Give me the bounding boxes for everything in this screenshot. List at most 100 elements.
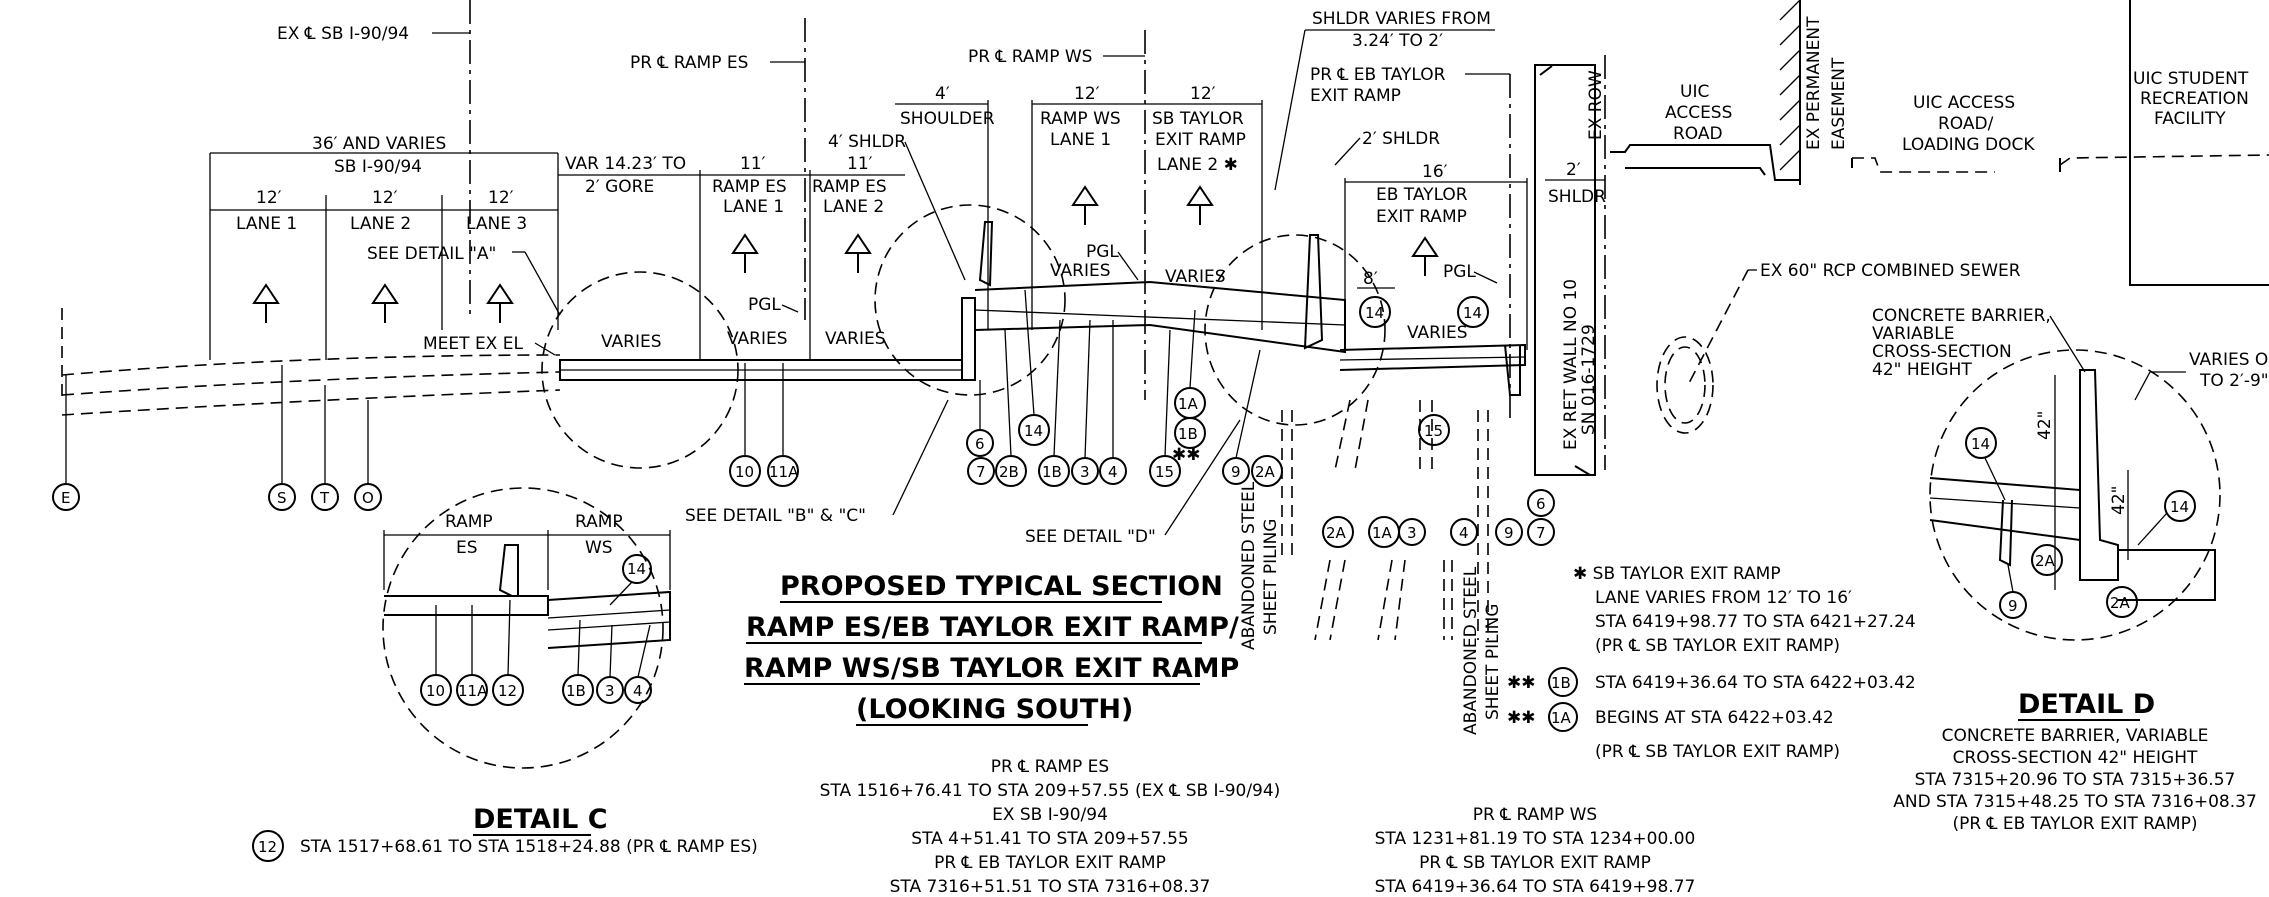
ret-wall-label-2: SN 016-1729 — [1579, 324, 1599, 435]
arrow-es2 — [844, 233, 872, 273]
pr-eb-taylor-label-1: PR ℄ EB TAYLOR — [1310, 65, 1446, 85]
svg-text:3: 3 — [605, 682, 615, 700]
note-3: STA 6419+98.77 TO STA 6421+27.24 — [1595, 612, 1916, 632]
see-detail-bc: SEE DETAIL "B" & "C" — [685, 506, 866, 526]
svg-text:4: 4 — [1459, 524, 1469, 542]
detail-d-barrier-4: 42" HEIGHT — [1872, 360, 1972, 380]
detail-d-callout-14b: 14 — [2164, 490, 2196, 522]
pr-ramp-ws-label: PR ℄ RAMP WS — [968, 47, 1092, 67]
gore-dim: VAR 14.23′ TO — [565, 154, 686, 174]
shoulder-dim: 4′ — [935, 84, 950, 104]
note-6: BEGINS AT STA 6422+03.42 — [1595, 708, 1834, 728]
svg-text:15: 15 — [1424, 422, 1443, 440]
svg-text:T: T — [319, 489, 330, 507]
section-title: PROPOSED TYPICAL SECTION RAMP ES/EB TAYL… — [744, 571, 1239, 726]
callout-6: 6 — [966, 429, 994, 457]
detail-c-ramp-es-2: ES — [456, 538, 478, 558]
svg-text:14: 14 — [1971, 435, 1990, 453]
uic-loading-1: UIC ACCESS — [1913, 93, 2015, 113]
uic-site-features: UIC ACCESS ROAD EX PERMANENT EASEMENT UI… — [1610, 0, 2269, 286]
traffic-arrows — [252, 185, 1439, 323]
detail-d-barrier — [2079, 369, 2119, 581]
piling-label-2b: SHEET PILING — [1483, 604, 1503, 721]
callout-1a-b: 1A — [1368, 516, 1400, 548]
svg-text:12: 12 — [258, 838, 277, 856]
note-1: ✱ SB TAYLOR EXIT RAMP — [1573, 564, 1781, 584]
svg-text:7: 7 — [976, 463, 986, 481]
varies-3: VARIES — [825, 329, 886, 349]
svg-text:1A: 1A — [1178, 395, 1199, 413]
detail-d-title: DETAIL D — [2018, 689, 2155, 720]
varies-4: VARIES — [1050, 261, 1111, 281]
callout-t: T — [311, 483, 339, 511]
notes-block: ✱ SB TAYLOR EXIT RAMP LANE VARIES FROM 1… — [1507, 564, 1916, 762]
double-star: ✱✱ — [1172, 445, 1201, 465]
sb-total-dim: 36′ AND VARIES — [312, 134, 446, 154]
note-6-star: ✱✱ — [1507, 708, 1536, 728]
station-center-6: STA 7316+51.51 TO STA 7316+08.37 — [890, 877, 1211, 897]
detail-c-ramp-ws-2: WS — [585, 538, 613, 558]
svg-text:4: 4 — [633, 682, 643, 700]
svg-text:S: S — [277, 489, 287, 507]
arrow-es1 — [731, 233, 759, 273]
ws-dim: 12′ — [1074, 84, 1100, 104]
callout-1b-top: 1B — [1174, 417, 1206, 449]
es1-dim: 11′ — [740, 154, 766, 174]
callout-6b: 6 — [1527, 489, 1555, 517]
gore-name: 2′ GORE — [585, 177, 654, 197]
lane-dimensions: 36′ AND VARIES SB I-90/94 12′ LANE 1 12′… — [209, 84, 1606, 360]
callout-9a: 9 — [1222, 457, 1250, 485]
station-right-4: STA 6419+36.64 TO STA 6419+98.77 — [1375, 877, 1696, 897]
shldr-varies-label-1: SHLDR VARIES FROM — [1312, 9, 1491, 29]
callout-2b: 2B — [995, 455, 1027, 487]
detail-c-title: DETAIL C — [473, 804, 608, 835]
r-shldr-label: SHLDR — [1548, 187, 1606, 207]
svg-text:1B: 1B — [566, 682, 586, 700]
arrow-ws — [1071, 185, 1099, 225]
detail-c: RAMP ES RAMP WS 14 10 11A 12 1B 3 4 DETA… — [252, 487, 758, 862]
callout-10: 10 — [729, 455, 761, 487]
svg-text:12: 12 — [498, 682, 517, 700]
svg-text:14: 14 — [1463, 304, 1482, 322]
varies-5: VARIES — [1165, 267, 1226, 287]
detail-c-ramp-es-1: RAMP — [445, 512, 493, 532]
svg-text:15: 15 — [1155, 463, 1174, 481]
arrow-lane2 — [371, 283, 399, 323]
note-5-star: ✱✱ — [1507, 673, 1536, 693]
callout-9b: 9 — [1495, 518, 1523, 546]
svg-text:9: 9 — [2008, 597, 2018, 615]
callout-2a-b: 2A — [1322, 516, 1354, 548]
eb-dim: 16′ — [1422, 162, 1448, 182]
svg-text:6: 6 — [975, 435, 985, 453]
sewer-label: EX 60" RCP COMBINED SEWER — [1760, 261, 2021, 281]
uic-access-road-3: ROAD — [1673, 124, 1723, 144]
callout-4: 4 — [1099, 457, 1127, 485]
note-5-callout: 1B — [1548, 667, 1578, 697]
detail-c-callout-1b: 1B — [562, 674, 594, 706]
easement-label: EASEMENT — [1829, 57, 1849, 150]
svg-text:10: 10 — [426, 682, 445, 700]
svg-text:2A: 2A — [2110, 594, 2131, 612]
svg-text:10: 10 — [735, 463, 754, 481]
station-center-5: PR ℄ EB TAYLOR EXIT RAMP — [934, 853, 1166, 873]
varies-1: VARIES — [601, 332, 662, 352]
detail-a-bubble — [541, 271, 739, 469]
station-center-2: STA 1516+76.41 TO STA 209+57.55 (EX ℄ SB… — [820, 781, 1281, 801]
detail-c-callout-10: 10 — [420, 674, 452, 706]
svg-text:4: 4 — [1108, 463, 1118, 481]
uic-rec-3: FACILITY — [2154, 109, 2226, 129]
detail-bubbles — [541, 204, 1714, 469]
callout-4b: 4 — [1450, 518, 1478, 546]
see-detail-d: SEE DETAIL "D" — [1025, 527, 1156, 547]
sbt-c: LANE 2 ✱ — [1157, 155, 1238, 175]
detail-d-text: CONCRETE BARRIER, VARIABLE CROSS-SECTION… — [1893, 726, 2257, 834]
section-annotations: SEE DETAIL "A" MEET EX EL VARIES VARIES … — [367, 242, 2021, 735]
callout-3: 3 — [1071, 457, 1099, 485]
detail-d-callout-2a-b: 2A — [2106, 586, 2138, 618]
sewer-pipe — [1656, 336, 1714, 434]
detail-d-varies-2: TO 2′-9" — [2199, 371, 2269, 391]
detail-d-line-2: CROSS-SECTION 42" HEIGHT — [1953, 748, 2198, 768]
retaining-wall — [1534, 64, 1596, 476]
detail-c-note: STA 1517+68.61 TO STA 1518+24.88 (PR ℄ R… — [300, 837, 758, 857]
